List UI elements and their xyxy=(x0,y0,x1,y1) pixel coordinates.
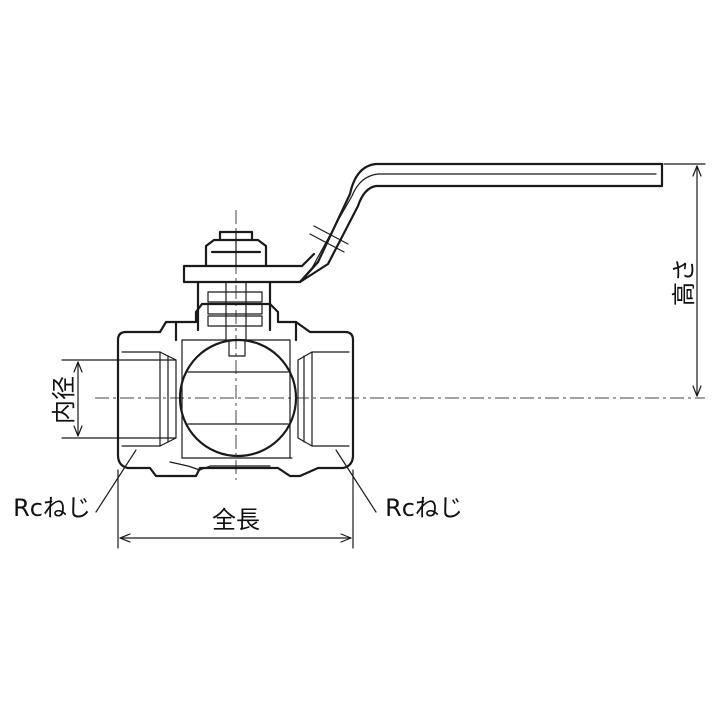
left-port-bore xyxy=(121,351,177,447)
dimension-overall-length xyxy=(117,469,354,549)
height-arrow-top xyxy=(692,165,702,177)
handle-outer xyxy=(298,162,664,284)
label-height: 高さ xyxy=(670,258,698,306)
section-mark-1 xyxy=(309,233,345,253)
label-rc-thread-left: Rcねじ xyxy=(13,494,91,522)
stem-tip xyxy=(228,339,246,357)
id-arrow-top xyxy=(73,361,83,373)
bonnet xyxy=(196,280,272,332)
dimension-inner-diameter xyxy=(61,359,177,439)
dimension-height xyxy=(663,163,706,397)
center-lines xyxy=(95,210,705,480)
stem-assembly xyxy=(182,230,320,341)
lever-handle xyxy=(298,162,664,284)
handle-inner xyxy=(311,173,657,269)
label-inner-diameter: 内径 xyxy=(50,376,78,424)
packing-3 xyxy=(207,315,263,327)
leader-right xyxy=(335,449,377,513)
length-arrow-right xyxy=(340,533,352,543)
bottom-seal xyxy=(169,461,271,471)
length-arrow-left xyxy=(119,533,131,543)
packing-2 xyxy=(207,303,263,315)
packing-1 xyxy=(207,291,263,303)
id-arrow-bottom xyxy=(73,425,83,437)
height-arrow-bottom xyxy=(692,385,702,397)
section-mark-2 xyxy=(313,225,349,245)
right-port-outline xyxy=(294,320,355,478)
label-overall-length: 全長 xyxy=(212,506,260,534)
stem xyxy=(225,281,247,341)
valve-body xyxy=(116,302,355,478)
label-rc-thread-right: Rcねじ xyxy=(385,494,463,522)
leaders xyxy=(95,449,377,513)
center-body-outline xyxy=(174,302,302,478)
ball-bore xyxy=(187,371,289,425)
leader-left xyxy=(95,449,137,513)
left-port-outline xyxy=(116,320,178,478)
right-port-bore xyxy=(297,351,350,447)
handle-plate xyxy=(182,252,320,284)
